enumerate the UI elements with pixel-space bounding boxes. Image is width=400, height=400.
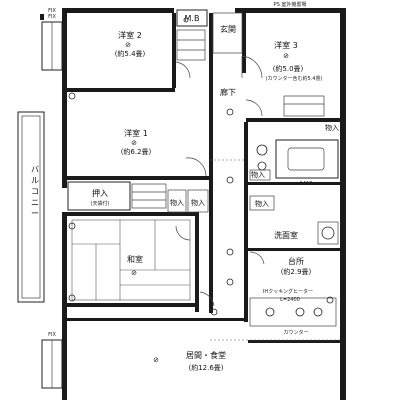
wall-stub (40, 14, 44, 20)
svg-text:⊘: ⊘ (283, 52, 289, 60)
living-label: 居間・食堂 (186, 350, 226, 360)
storage-cluster: 物入 物入 (131, 183, 209, 213)
wall-left-lower (62, 212, 67, 400)
mb-label: M.B (185, 14, 200, 23)
closet-note: (天袋付) (91, 200, 110, 207)
western2-label: 洋室 2 (118, 30, 142, 40)
wall-wet-left (244, 122, 248, 322)
door-swings (175, 61, 265, 307)
wall-jp-top (67, 212, 197, 216)
wall-w2-right (172, 13, 176, 88)
entrance-door-swing (241, 55, 263, 79)
wall-jp-right (195, 212, 199, 312)
wall-left-upper (62, 8, 67, 188)
hallway-label: 廊下 (220, 87, 236, 97)
wall-kitchen-bottom (248, 340, 340, 343)
wall-w3-bottom (246, 118, 340, 122)
kitchen-appliance: IHクッキングヒーター (263, 288, 313, 295)
western2-size: (約5.4畳) (115, 49, 146, 58)
western1-size: (約6.2畳) (121, 147, 152, 156)
entrance-label: 玄関 (220, 24, 236, 34)
wall-living-top (67, 318, 247, 321)
wall-top-right (235, 8, 343, 13)
bath-area: 1418 物入 (249, 139, 339, 187)
ceiling-symbols (68, 17, 334, 316)
western3-storage: 物入 (283, 95, 339, 132)
kitchen: 台所 (約2.9畳) IHクッキングヒーター L=2400 カウンター (249, 256, 337, 336)
balcony-label-1: バルコニー (31, 165, 39, 218)
washroom: 洗面室 物入 (249, 195, 339, 245)
window-label-mid: FIX (48, 8, 56, 14)
living-dining: 居間・食堂 (約12.6畳) ⊘ (153, 350, 226, 372)
storage1-label: 物入 (170, 198, 184, 207)
western3-size: (約5.0畳) (273, 64, 304, 73)
window-label-top: FIX (48, 14, 56, 20)
svg-text:⊘: ⊘ (125, 41, 131, 49)
entrance-area: 玄関 (212, 12, 263, 79)
washroom-label: 洗面室 (274, 230, 298, 240)
balcony-inner (21, 115, 41, 299)
interior-walls (67, 13, 340, 343)
wall-right (340, 8, 346, 400)
storage2-label: 物入 (191, 198, 205, 207)
window-box-top: FIX (41, 14, 63, 71)
wall-hall-right-upper (242, 13, 246, 73)
kitchen-size: (約2.9畳) (281, 267, 312, 276)
mb-box: M.B (176, 9, 208, 61)
closet: 押入 (天袋付) (67, 181, 131, 211)
closet-label: 押入 (92, 188, 108, 198)
storage5-label: 物入 (255, 199, 269, 208)
wall-w2-w1 (67, 88, 175, 92)
toilet-symbol (256, 144, 268, 156)
kitchen-counter (249, 297, 337, 327)
western1-label: 洋室 1 (124, 128, 148, 138)
top-outdoor-label: PS 室外機置場 (274, 1, 307, 8)
window-label-bottom: FIX (48, 332, 56, 338)
storage3-label: 物入 (325, 123, 339, 132)
svg-text:⊘: ⊘ (131, 269, 137, 277)
kitchen-counter-label: カウンター (283, 329, 308, 336)
wall-hall-left (209, 13, 213, 313)
storage4-label: 物入 (251, 170, 265, 179)
svg-text:⊘: ⊘ (131, 139, 137, 147)
western3-label: 洋室 3 (274, 40, 298, 50)
bathtub (287, 147, 325, 171)
japanese-room: 和室 ⊘ (71, 219, 191, 301)
bath-size: 1418 (300, 181, 313, 187)
wall-w1-bottom (67, 176, 209, 180)
washing-machine (317, 221, 339, 245)
outer-walls (40, 8, 346, 400)
wall-jp-bottom (67, 303, 199, 307)
balcony-area: バルコニー (17, 111, 45, 303)
wall-wash-top (248, 182, 340, 185)
kitchen-label: 台所 (288, 256, 304, 266)
wall-top-left (62, 8, 174, 13)
svg-text:⊘: ⊘ (153, 356, 159, 364)
balcony-outline (17, 111, 45, 303)
window-box-bottom: FIX (41, 332, 63, 389)
western3-note: (カウンター含む約5.4畳) (266, 75, 323, 82)
living-size: (約12.6畳) (188, 363, 223, 372)
kitchen-width: L=2400 (280, 297, 300, 303)
japanese-label: 和室 (127, 254, 143, 264)
wall-kitchen-top (248, 248, 340, 251)
